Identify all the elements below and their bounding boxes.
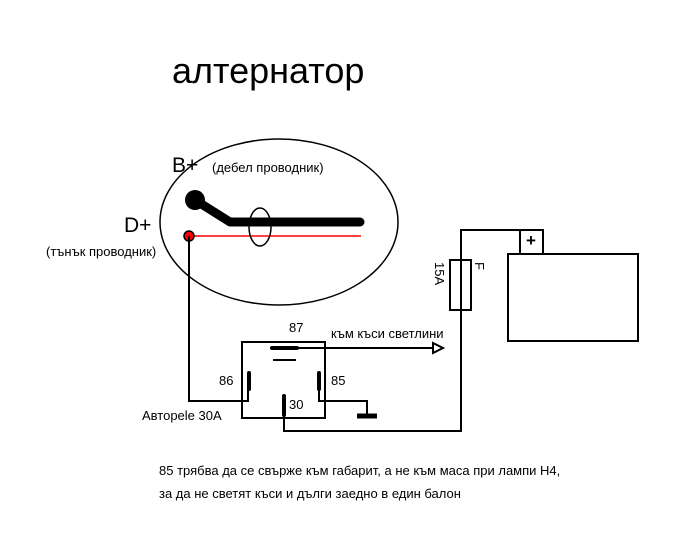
output-arrow-icon — [432, 341, 446, 355]
fuse-rating: 15A — [432, 262, 447, 286]
d-plus-note: (тънък проводник) — [46, 244, 157, 259]
relay-pin-85: 85 — [331, 373, 346, 388]
battery-plus-sign: + — [526, 231, 536, 250]
relay-30-battery-wire — [283, 229, 531, 432]
relay-pin-86: 86 — [219, 373, 234, 388]
b-plus-thick-wire — [190, 195, 365, 227]
diagram-title: алтернатор — [172, 50, 365, 91]
current-sensor-loop — [248, 207, 272, 247]
battery — [507, 253, 639, 342]
relay-name: Авторele 30A — [142, 408, 222, 423]
fuse-label: F — [472, 262, 487, 270]
low-beam-label: към къси светлини — [331, 326, 444, 341]
fuse — [449, 259, 472, 311]
b-plus-label: B+ — [172, 154, 199, 177]
alternator-body — [159, 138, 399, 306]
note-line-1: 85 трябва да се свърже към габарит, а не… — [159, 463, 561, 478]
note-line-2: за да не светят къси и дълги заедно в ед… — [159, 486, 461, 501]
d-plus-to-relay-wire — [188, 236, 249, 402]
d-plus-label: D+ — [124, 214, 152, 237]
relay-pin-30: 30 — [289, 397, 304, 412]
relay-pin-87: 87 — [289, 320, 304, 335]
relay-85-ground-wire — [318, 389, 368, 415]
b-plus-note: (дебел проводник) — [212, 160, 324, 175]
